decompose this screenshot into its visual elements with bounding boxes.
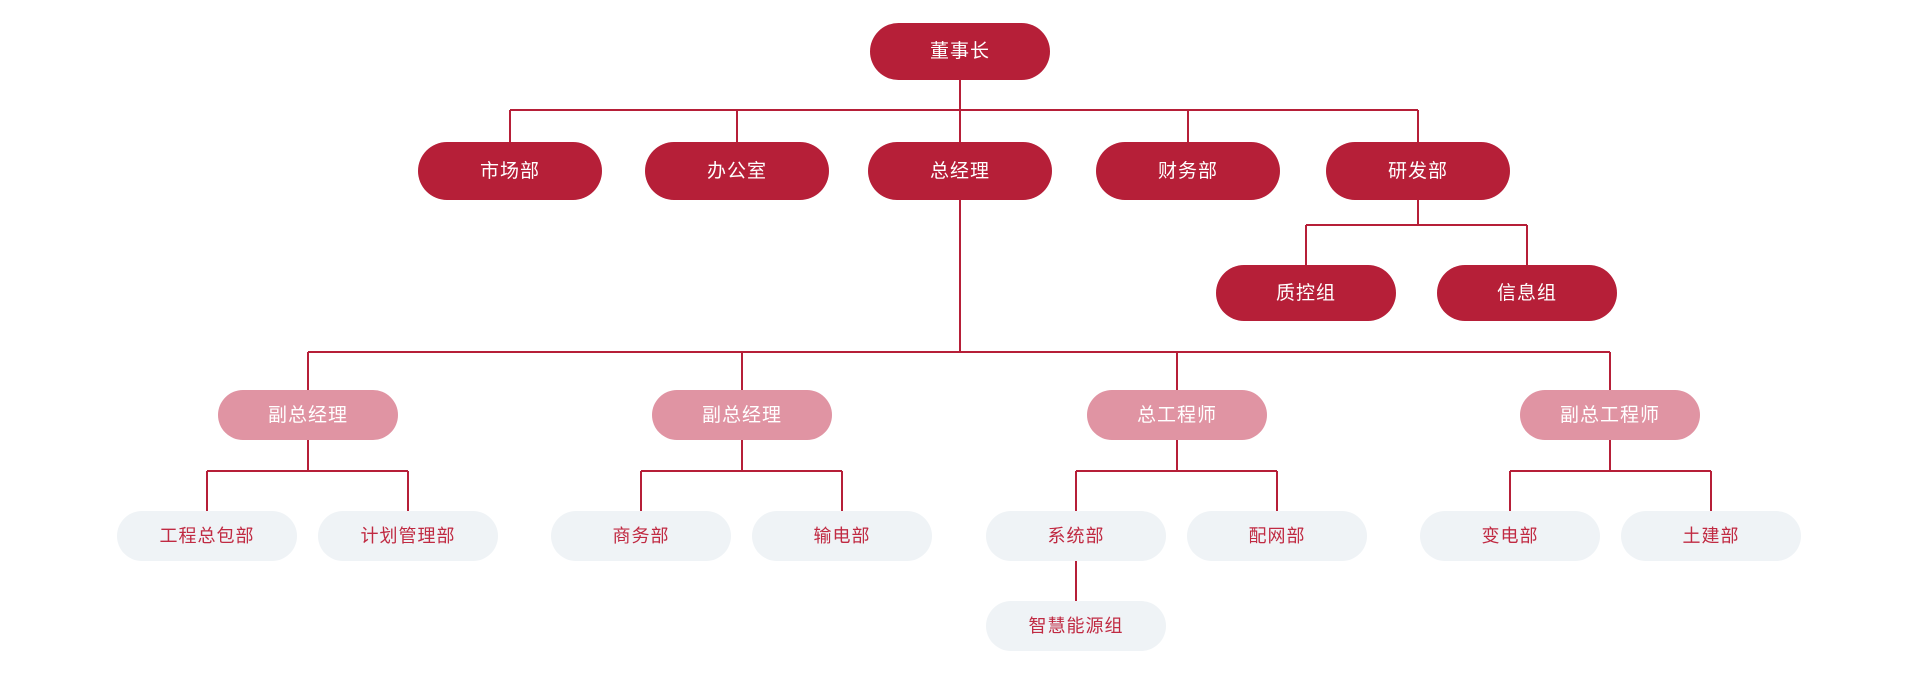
node-distribution-dept[interactable]: 配网部 [1187, 511, 1367, 561]
node-epc-dept[interactable]: 工程总包部 [117, 511, 297, 561]
node-chief-engineer-label: 总工程师 [1136, 404, 1217, 426]
node-systems-dept-label: 系统部 [1047, 526, 1105, 546]
node-marketing-dept[interactable]: 市场部 [418, 142, 602, 200]
node-finance-dept[interactable]: 财务部 [1096, 142, 1280, 200]
node-deputy-chief-engineer[interactable]: 副总工程师 [1520, 390, 1700, 440]
node-deputy-general-manager-1[interactable]: 副总经理 [218, 390, 398, 440]
node-civil-dept-label: 土建部 [1682, 526, 1740, 546]
node-deputy-general-manager-1-label: 副总经理 [267, 404, 348, 426]
node-qc-group[interactable]: 质控组 [1216, 265, 1396, 321]
node-epc-dept-label: 工程总包部 [159, 526, 255, 546]
node-commerce-dept[interactable]: 商务部 [551, 511, 731, 561]
node-distribution-dept-label: 配网部 [1248, 526, 1306, 546]
node-substation-dept-label: 变电部 [1481, 526, 1539, 546]
node-finance-dept-label: 财务部 [1157, 160, 1218, 182]
node-info-group[interactable]: 信息组 [1437, 265, 1617, 321]
node-deputy-chief-engineer-label: 副总工程师 [1559, 404, 1660, 426]
node-deputy-general-manager-2-label: 副总经理 [701, 404, 782, 426]
node-office-label: 办公室 [706, 160, 767, 182]
node-office[interactable]: 办公室 [645, 142, 829, 200]
node-marketing-dept-label: 市场部 [479, 160, 540, 182]
node-qc-group-label: 质控组 [1275, 282, 1336, 304]
node-rnd-dept[interactable]: 研发部 [1326, 142, 1510, 200]
node-transmission-dept-label: 输电部 [813, 526, 871, 546]
node-rnd-dept-label: 研发部 [1387, 160, 1448, 182]
node-chairman-label: 董事长 [929, 41, 990, 62]
node-general-manager-label: 总经理 [929, 160, 990, 182]
node-smart-energy-group-label: 智慧能源组 [1028, 616, 1124, 636]
node-civil-dept[interactable]: 土建部 [1621, 511, 1801, 561]
node-commerce-dept-label: 商务部 [612, 526, 670, 546]
node-planning-dept-label: 计划管理部 [360, 526, 456, 546]
node-substation-dept[interactable]: 变电部 [1420, 511, 1600, 561]
node-general-manager[interactable]: 总经理 [868, 142, 1052, 200]
node-chairman[interactable]: 董事长 [870, 23, 1050, 80]
node-transmission-dept[interactable]: 输电部 [752, 511, 932, 561]
node-deputy-general-manager-2[interactable]: 副总经理 [652, 390, 832, 440]
node-smart-energy-group[interactable]: 智慧能源组 [986, 601, 1166, 651]
node-info-group-label: 信息组 [1496, 282, 1557, 304]
node-chief-engineer[interactable]: 总工程师 [1087, 390, 1267, 440]
node-planning-dept[interactable]: 计划管理部 [318, 511, 498, 561]
node-systems-dept[interactable]: 系统部 [986, 511, 1166, 561]
